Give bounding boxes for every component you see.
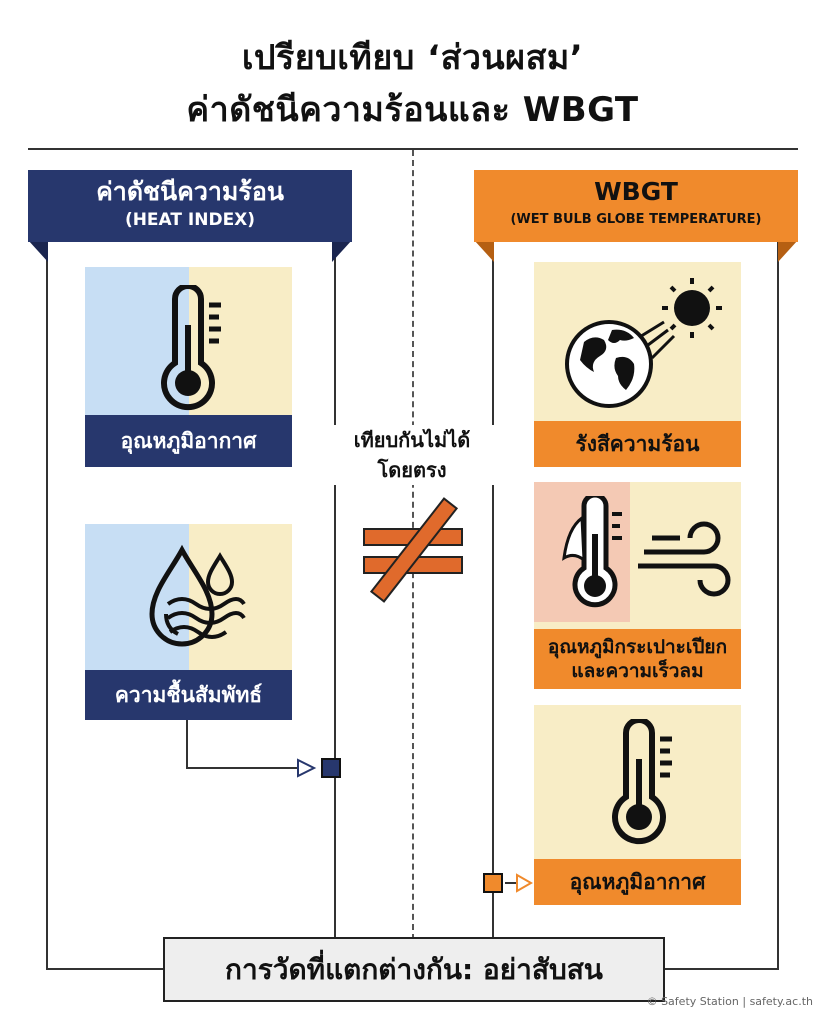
right-card-wet-bulb-wind: อุณหภูมิกระเปาะเปียก และความเร็วลม (534, 482, 741, 689)
wet-bulb-wind-icon (562, 496, 731, 608)
left-connector-arrow-icon (297, 758, 317, 778)
sun-globe-radiation-icon (565, 278, 722, 408)
right-card-3-label: อุณหภูมิอากาศ (569, 869, 706, 894)
footer-banner: การวัดที่แตกต่างกัน: อย่าสับสน (163, 937, 665, 1002)
left-panel-subtitle: (HEAT INDEX) (124, 210, 256, 230)
right-card-label-bar: อุณหภูมิกระเปาะเปียก และความเร็วลม (534, 629, 741, 689)
right-card-2-label-line-2: และความเร็วลม (571, 660, 704, 682)
left-header-fold-left (28, 240, 48, 262)
right-card-label-bar: อุณหภูมิอากาศ (534, 859, 741, 905)
page-title-line-1: เปรียบเทียบ ‘ส่วนผสม’ (241, 38, 584, 78)
left-panel-title: ค่าดัชนีความร้อน (96, 177, 284, 206)
top-divider (28, 148, 798, 150)
left-connector-square (321, 758, 341, 778)
left-card-2-label: ความชื้นสัมพัทธ์ (114, 682, 263, 707)
humidity-drop-icon (149, 544, 246, 647)
credit-text: © Safety Station | safety.ac.th (646, 995, 813, 1008)
center-text-line-2: โดยตรง (377, 458, 447, 482)
not-equal-icon (363, 497, 463, 603)
left-card-label-bar: อุณหภูมิอากาศ (85, 415, 292, 467)
left-connector-horizontal (186, 767, 298, 769)
right-card-1-label: รังสีความร้อน (575, 431, 700, 456)
right-card-air-temperature: อุณหภูมิอากาศ (534, 705, 741, 905)
left-header-fold-right (332, 240, 352, 262)
right-panel-subtitle: (WET BULB GLOBE TEMPERATURE) (510, 212, 762, 227)
left-card-air-temperature: อุณหภูมิอากาศ (85, 267, 292, 467)
thermometer-icon (161, 285, 221, 411)
center-text-line-1: เทียบกันไม่ได้ (353, 428, 471, 452)
right-card-label-bar: รังสีความร้อน (534, 421, 741, 467)
left-panel-header: ค่าดัชนีความร้อน (HEAT INDEX) (28, 170, 352, 242)
right-panel-title: WBGT (594, 177, 678, 206)
right-header-fold-left (474, 240, 494, 262)
footer-text: การวัดที่แตกต่างกัน: อย่าสับสน (225, 952, 603, 986)
right-connector-square (483, 873, 503, 893)
right-header-fold-right (778, 240, 798, 262)
right-connector-arrow-icon (505, 873, 533, 893)
page-title-line-2: ค่าดัชนีความร้อนและ WBGT (186, 90, 639, 130)
left-card-relative-humidity: ความชื้นสัมพัทธ์ (85, 524, 292, 720)
left-card-label-bar: ความชื้นสัมพัทธ์ (85, 670, 292, 720)
right-panel-header: WBGT (WET BULB GLOBE TEMPERATURE) (474, 170, 798, 242)
center-not-comparable-text: เทียบกันไม่ได้ โดยตรง (330, 425, 494, 485)
right-card-2-label-line-1: อุณหภูมิกระเปาะเปียก (547, 636, 728, 658)
left-connector-vertical (186, 720, 188, 768)
thermometer-icon (612, 719, 672, 845)
left-card-1-label: อุณหภูมิอากาศ (120, 428, 257, 453)
right-card-radiant-heat: รังสีความร้อน (534, 262, 741, 467)
